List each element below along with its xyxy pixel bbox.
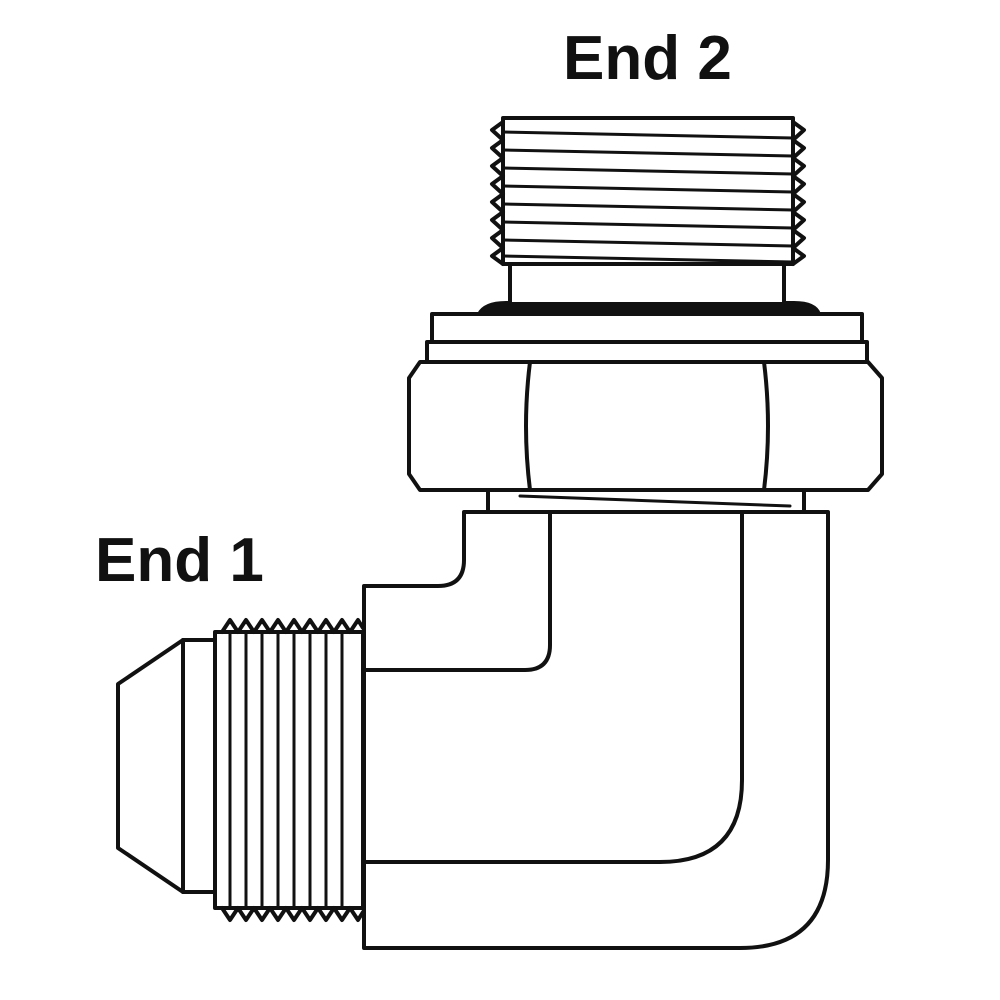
end-1-connector xyxy=(116,618,365,922)
hex-nut xyxy=(407,360,884,492)
washer xyxy=(425,312,869,364)
neck xyxy=(486,488,806,514)
elbow-body xyxy=(362,510,830,950)
end-1-label: End 1 xyxy=(95,526,264,595)
end-2-label: End 2 xyxy=(563,24,732,93)
end-1-threads xyxy=(220,618,365,922)
end-2-connector xyxy=(490,116,806,306)
end-2-threads xyxy=(490,120,806,266)
